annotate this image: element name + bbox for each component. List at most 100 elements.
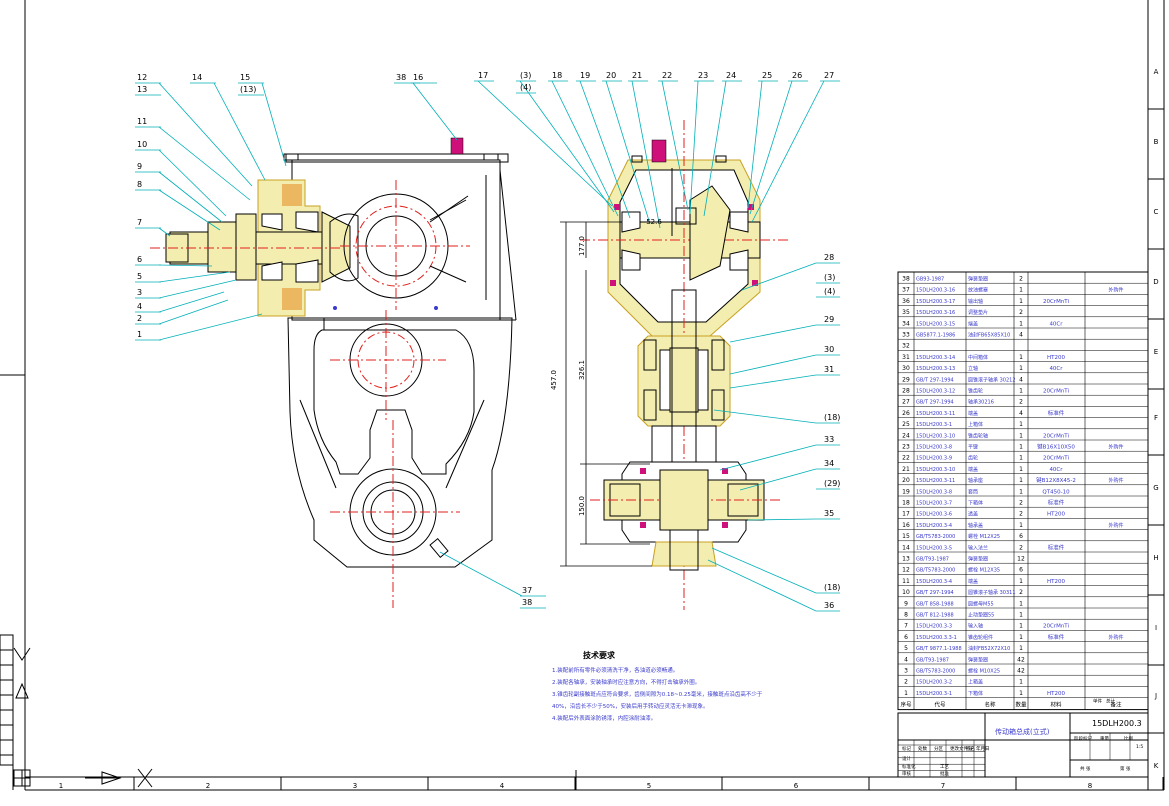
bom-no: 6 (904, 634, 908, 641)
bom-name: 上箱盖 (968, 679, 983, 686)
bom-name: 下箱体 (968, 690, 983, 697)
title-block-cell: 第 张 (1120, 765, 1131, 772)
grid-row-label: A (1154, 68, 1159, 76)
grid-column-label: 4 (500, 782, 505, 790)
bom-name: 端盖 (968, 578, 978, 585)
callout-number: 20 (606, 71, 616, 80)
bom-code: 15DLH200.3-8 (916, 489, 952, 495)
bom-no: 19 (902, 488, 910, 495)
bom-name: 圆锥滚子轴承 30311 (968, 589, 1016, 596)
bom-qty: 1 (1019, 287, 1023, 294)
callout-number: 14 (192, 73, 202, 82)
bom-qty: 4 (1019, 332, 1023, 339)
bom-header-cell: 代号 (934, 701, 946, 709)
bom-name: 油封FB52X72X10 (968, 645, 1010, 652)
bom-no: 30 (902, 365, 910, 372)
bom-name: 输入法兰 (968, 544, 988, 551)
bom-qty: 1 (1019, 690, 1023, 697)
callout-number: 33 (824, 435, 834, 444)
bom-qty: 2 (1019, 544, 1023, 551)
callout-number: 24 (726, 71, 736, 80)
title-block-cell: 共 张 (1080, 765, 1091, 772)
bom-header-unit: 单件 (1093, 698, 1102, 705)
callout-number: (3) (520, 71, 531, 80)
bom-qty: 1 (1019, 388, 1023, 395)
bom-code: GB/T5783-2000 (916, 669, 955, 675)
bom-qty: 12 (1017, 556, 1025, 563)
callout-number: 15 (240, 73, 250, 82)
bom-no: 15 (902, 533, 910, 540)
bom-name: 上箱体 (968, 421, 983, 428)
callout-number: 26 (792, 71, 802, 80)
bom-qty: 1 (1019, 488, 1023, 495)
bom-name: 套筒 (968, 488, 978, 495)
bom-qty: 1 (1019, 432, 1023, 439)
bom-note: 外购件 (1108, 287, 1123, 294)
bom-name: 轴承30216 (968, 399, 994, 406)
callout-number: (4) (520, 83, 531, 92)
title-block-cell: 批准 (940, 770, 949, 777)
callout-number: 4 (137, 302, 142, 311)
bom-qty: 1 (1019, 623, 1023, 630)
callout-number: (29) (824, 479, 840, 488)
callout-number: (3) (824, 273, 835, 282)
bom-material: HT200 (1047, 691, 1065, 697)
bom-code: 15DLH200.3-2 (916, 680, 952, 686)
bom-no: 18 (902, 500, 910, 507)
bom-code: 15DLH200.3-11 (916, 478, 955, 484)
bom-qty: 1 (1019, 522, 1023, 529)
dimension-value: 457.0 (550, 370, 558, 390)
bom-qty: 1 (1019, 578, 1023, 585)
bom-qty: 2 (1019, 589, 1023, 596)
bom-no: 8 (904, 612, 908, 619)
grid-column-label: 7 (941, 782, 945, 790)
bom-material: 键B16X10X50 (1037, 443, 1075, 451)
bom-code: GB/T 297-1994 (916, 377, 954, 383)
bom-name: 油封FB65X85X10 (968, 332, 1010, 339)
bom-name: 弹簧垫圈 (968, 556, 988, 563)
bom-code: GB/T93-1987 (916, 557, 949, 563)
title-block-cell: 1:5 (1136, 744, 1143, 750)
bom-no: 9 (904, 600, 908, 607)
bom-no: 38 (902, 276, 910, 283)
bom-no: 23 (902, 444, 910, 451)
callout-number: 8 (137, 180, 142, 189)
bom-name: 轴承座 (968, 477, 983, 484)
bom-qty: 1 (1019, 354, 1023, 361)
bom-header-cell: 名称 (984, 701, 996, 709)
bom-no: 31 (902, 354, 910, 361)
bom-qty: 1 (1019, 365, 1023, 372)
bom-material: HT200 (1047, 512, 1065, 518)
bom-code: 15DLH200.3-10 (916, 433, 955, 439)
bom-code: 15DLH200.3-15 (916, 321, 955, 327)
bom-qty: 1 (1019, 645, 1023, 652)
title-block-cell: 标记 (902, 745, 911, 752)
bom-code: 15DLH200.3.3-1 (916, 635, 957, 641)
callout-number: 35 (824, 509, 834, 518)
bom-code: GB/T93-1987 (916, 657, 949, 663)
bom-no: 5 (904, 645, 908, 652)
bom-name: 端盖 (968, 466, 978, 473)
technical-notes: 技术要求 1.装配前所有零件必须清洗干净，各油道必须畅通。2.装配各轴承，安装轴… (552, 650, 763, 722)
bom-qty: 1 (1019, 600, 1023, 607)
bom-qty: 2 (1019, 309, 1023, 316)
bom-code: 15DLH200.3-1 (916, 691, 952, 697)
callout-number: 38 (396, 73, 406, 82)
note-line: 4.装配后外表面涂防锈漆，内腔涂耐油漆。 (552, 714, 656, 722)
callout-number: 23 (698, 71, 708, 80)
bom-code: 15DLH200.3-7 (916, 501, 952, 507)
bom-no: 17 (902, 511, 910, 518)
bom-no: 24 (902, 432, 910, 439)
bom-material: 20CrMnTi (1043, 299, 1070, 305)
